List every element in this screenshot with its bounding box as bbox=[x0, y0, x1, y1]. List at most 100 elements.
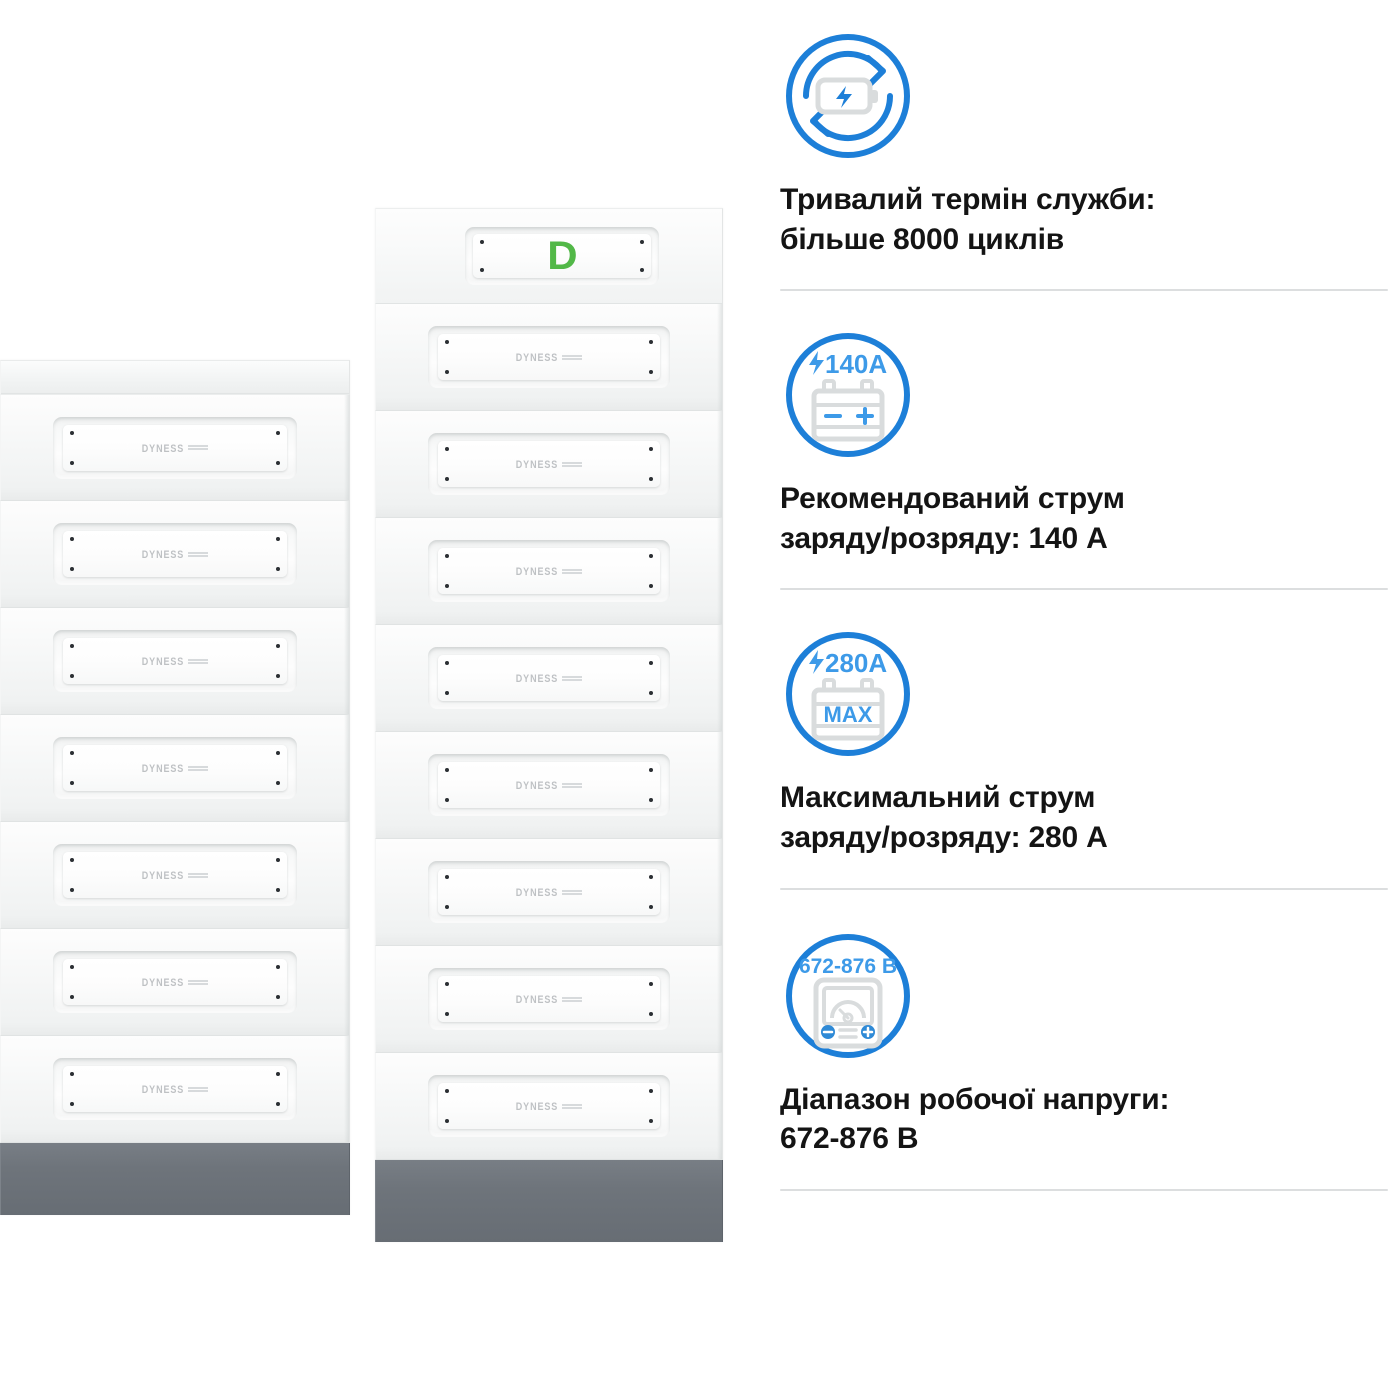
feature-max-current: 280A MAX Максимальний струм заряду/розря… bbox=[770, 590, 1400, 890]
battery-charge-cycle-icon bbox=[780, 28, 916, 164]
module-bay: DYNESS bbox=[427, 540, 671, 602]
product-image-area: DYNESS DYNESS bbox=[0, 208, 723, 1242]
screw-icon bbox=[444, 477, 449, 481]
stack-top-cap bbox=[0, 360, 350, 394]
dyness-brand-mark: DYNESS bbox=[141, 441, 209, 454]
feature-divider bbox=[780, 289, 1388, 292]
screw-icon bbox=[276, 644, 281, 648]
battery-module: DYNESS bbox=[375, 411, 723, 518]
feature-text: Рекомендований струм заряду/розряду: 140… bbox=[780, 482, 1125, 555]
module-bay: DYNESS bbox=[427, 968, 671, 1030]
module-bay: DYNESS bbox=[53, 951, 297, 1013]
battery-module: DYNESS bbox=[375, 732, 723, 839]
screw-icon bbox=[276, 888, 281, 892]
screw-icon bbox=[69, 1072, 74, 1076]
battery-stack-left: DYNESS DYNESS bbox=[0, 360, 350, 1215]
screw-icon bbox=[649, 340, 654, 344]
dyness-brand-mark: DYNESS bbox=[141, 868, 209, 882]
dyness-brand-mark: DYNESS bbox=[142, 762, 209, 774]
brand-subtext bbox=[188, 658, 209, 664]
screw-icon bbox=[649, 982, 654, 986]
screw-icon bbox=[69, 567, 74, 571]
screw-icon bbox=[69, 888, 74, 892]
screw-icon bbox=[444, 768, 449, 772]
battery-current-icon: 140A bbox=[780, 327, 916, 463]
screw-icon bbox=[649, 584, 654, 588]
screw-icon bbox=[649, 1089, 654, 1093]
module-bay: DYNESS bbox=[427, 326, 671, 388]
screw-icon bbox=[649, 768, 654, 772]
feature-voltage-range: 672-876 В bbox=[770, 890, 1400, 1191]
dyness-brand-mark: DYNESS bbox=[142, 548, 209, 560]
screw-icon bbox=[276, 430, 281, 435]
module-bay: DYNESS bbox=[427, 433, 671, 495]
screw-icon bbox=[276, 858, 281, 862]
battery-module: DYNESS bbox=[375, 946, 723, 1053]
brand-word: DYNESS bbox=[515, 350, 559, 364]
screw-icon bbox=[276, 537, 281, 541]
screw-icon bbox=[276, 567, 281, 571]
brand-word: DYNESS bbox=[141, 654, 185, 668]
module-bay: DYNESS bbox=[427, 1075, 671, 1137]
feature-divider bbox=[780, 588, 1388, 591]
module-faceplate: DYNESS bbox=[437, 334, 661, 380]
brand-subtext bbox=[562, 675, 583, 681]
battery-module: DYNESS bbox=[0, 929, 350, 1036]
feature-divider bbox=[780, 887, 1388, 890]
module-bay: DYNESS bbox=[53, 416, 297, 479]
brand-word: DYNESS bbox=[141, 441, 185, 454]
icon-current-label: 140A bbox=[825, 349, 887, 379]
brand-word: DYNESS bbox=[141, 868, 185, 882]
screw-icon bbox=[69, 965, 74, 969]
brand-subtext bbox=[562, 996, 583, 1002]
brand-subtext bbox=[562, 1103, 583, 1109]
dyness-brand-mark: DYNESS bbox=[142, 976, 209, 988]
screw-icon bbox=[444, 691, 449, 695]
screw-icon bbox=[69, 674, 74, 678]
screw-icon bbox=[444, 584, 449, 588]
screw-icon bbox=[69, 858, 74, 862]
battery-module: DYNESS bbox=[375, 839, 723, 946]
screw-icon bbox=[69, 751, 74, 755]
module-bay: DYNESS bbox=[53, 630, 297, 692]
module-bay: DYNESS bbox=[427, 647, 671, 709]
screw-icon bbox=[276, 1072, 281, 1076]
battery-module: DYNESS bbox=[375, 625, 723, 732]
module-faceplate: DYNESS bbox=[437, 548, 661, 594]
dyness-brand-mark: DYNESS bbox=[516, 779, 583, 791]
battery-stack-right: D DYNESS bbox=[375, 208, 723, 1242]
module-faceplate: DYNESS bbox=[62, 1066, 288, 1112]
screw-icon bbox=[479, 240, 484, 244]
battery-module: DYNESS bbox=[0, 715, 350, 822]
icon-current-label: 280A bbox=[825, 648, 887, 678]
feature-text: Максимальний струм заряду/розряду: 280 А bbox=[780, 781, 1108, 854]
battery-module: DYNESS bbox=[375, 518, 723, 625]
screw-icon bbox=[444, 875, 449, 879]
brand-word: DYNESS bbox=[515, 564, 559, 578]
module-bay: DYNESS bbox=[53, 523, 297, 585]
screw-icon bbox=[276, 965, 281, 969]
brand-subtext bbox=[188, 551, 209, 557]
dyness-brand-mark: DYNESS bbox=[141, 654, 209, 668]
icon-max-label: MAX bbox=[824, 702, 873, 727]
module-faceplate: DYNESS bbox=[62, 959, 288, 1005]
screw-icon bbox=[649, 554, 654, 558]
stack-base-plinth bbox=[0, 1143, 350, 1215]
screw-icon bbox=[276, 995, 281, 999]
module-faceplate: DYNESS bbox=[437, 976, 661, 1022]
screw-icon bbox=[444, 1119, 449, 1123]
screw-icon bbox=[444, 340, 449, 344]
module-faceplate: DYNESS bbox=[62, 638, 288, 684]
screw-icon bbox=[444, 905, 449, 909]
dyness-brand-mark: DYNESS bbox=[515, 564, 583, 578]
screw-icon bbox=[444, 554, 449, 558]
dyness-brand-mark: DYNESS bbox=[515, 1099, 583, 1113]
feature-text: Тривалий термін служби: більше 8000 цикл… bbox=[780, 183, 1156, 256]
screw-icon bbox=[649, 691, 654, 695]
screw-icon bbox=[649, 661, 654, 665]
dyness-brand-mark: DYNESS bbox=[516, 458, 583, 470]
module-bay: DYNESS bbox=[53, 844, 297, 906]
brand-word: DYNESS bbox=[515, 1099, 559, 1113]
battery-module: DYNESS bbox=[0, 394, 350, 501]
